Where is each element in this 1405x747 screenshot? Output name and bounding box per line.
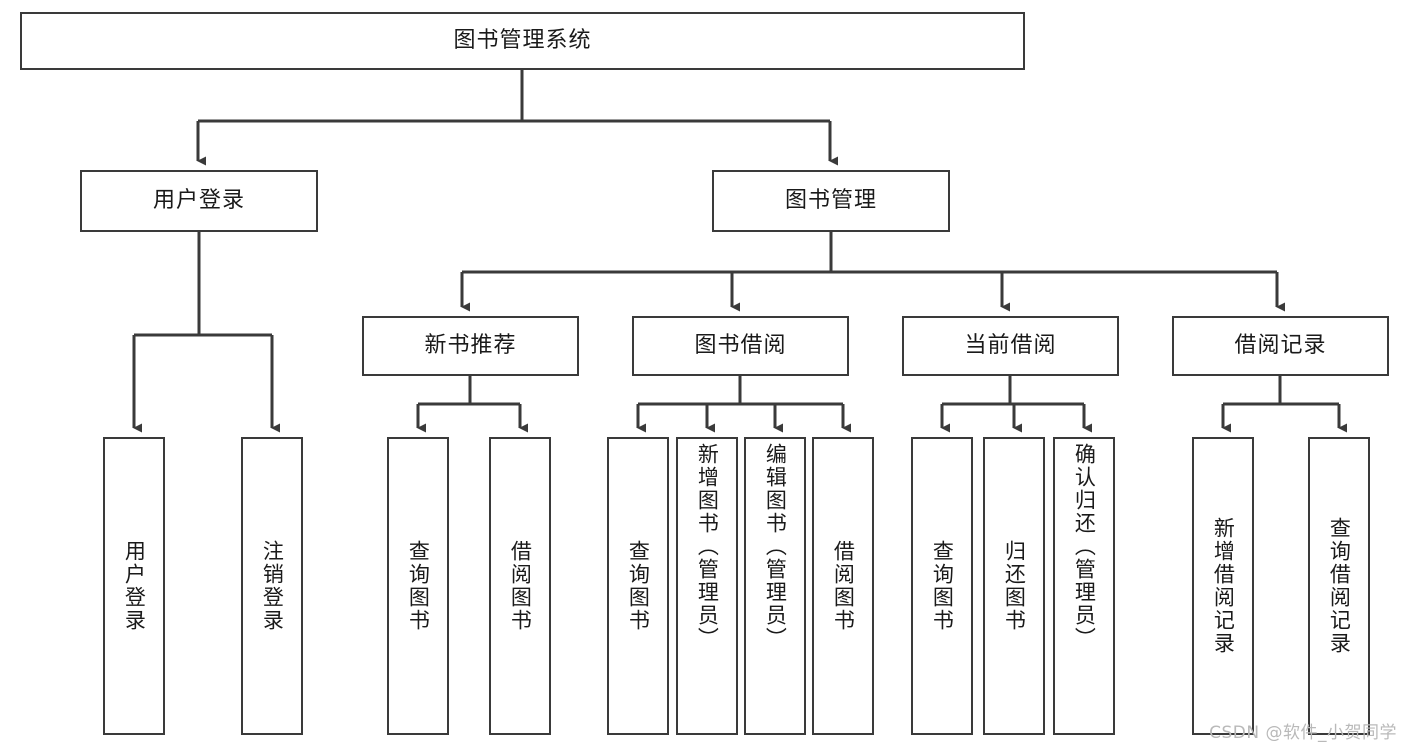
- node-label-user-login: 用户登录: [152, 187, 245, 213]
- node-leaf-borrow-book[interactable]: 借阅图书: [812, 437, 874, 735]
- watermark-label: CSDN @软件_小贺同学: [1209, 723, 1397, 743]
- node-leaf-query-book-recommend[interactable]: 查询图书: [387, 437, 449, 735]
- node-label-leaf-user-login: 用户登录: [122, 540, 147, 632]
- node-new-book-recommend[interactable]: 新书推荐: [362, 316, 579, 376]
- node-leaf-confirm-return-admin[interactable]: 确认归还（管理员）: [1053, 437, 1115, 735]
- node-label-leaf-return-book: 归还图书: [1002, 540, 1027, 632]
- node-label-leaf-edit-book-admin: 编辑图书（管理员）: [763, 443, 788, 650]
- node-label-leaf-query-borrow-record: 查询借阅记录: [1327, 517, 1352, 655]
- node-label-leaf-borrow-book-recommend: 借阅图书: [508, 540, 533, 632]
- node-leaf-return-book[interactable]: 归还图书: [983, 437, 1045, 735]
- node-label-leaf-add-borrow-record: 新增借阅记录: [1211, 517, 1236, 655]
- node-label-leaf-add-book-admin: 新增图书（管理员）: [695, 443, 720, 650]
- node-label-leaf-query-book-borrow: 查询图书: [626, 540, 651, 632]
- node-label-borrow-record: 借阅记录: [1234, 332, 1327, 358]
- node-label-leaf-borrow-book: 借阅图书: [831, 540, 856, 632]
- node-book-management[interactable]: 图书管理: [712, 170, 950, 232]
- node-label-root: 图书管理系统: [453, 27, 592, 53]
- node-book-borrow[interactable]: 图书借阅: [632, 316, 849, 376]
- node-leaf-add-borrow-record[interactable]: 新增借阅记录: [1192, 437, 1254, 735]
- node-label-leaf-query-book-recommend: 查询图书: [406, 540, 431, 632]
- node-label-leaf-user-logout: 注销登录: [260, 540, 285, 632]
- node-leaf-query-book-current[interactable]: 查询图书: [911, 437, 973, 735]
- node-label-leaf-confirm-return-admin: 确认归还（管理员）: [1072, 443, 1097, 650]
- node-borrow-record[interactable]: 借阅记录: [1172, 316, 1389, 376]
- node-label-book-management: 图书管理: [784, 187, 877, 213]
- node-label-leaf-query-book-current: 查询图书: [930, 540, 955, 632]
- node-leaf-add-book-admin[interactable]: 新增图书（管理员）: [676, 437, 738, 735]
- node-leaf-edit-book-admin[interactable]: 编辑图书（管理员）: [744, 437, 806, 735]
- node-leaf-query-borrow-record[interactable]: 查询借阅记录: [1308, 437, 1370, 735]
- node-user-login[interactable]: 用户登录: [80, 170, 318, 232]
- node-label-current-borrow: 当前借阅: [964, 332, 1057, 358]
- node-leaf-borrow-book-recommend[interactable]: 借阅图书: [489, 437, 551, 735]
- node-leaf-user-login[interactable]: 用户登录: [103, 437, 165, 735]
- node-label-new-book-recommend: 新书推荐: [424, 332, 517, 358]
- node-root[interactable]: 图书管理系统: [20, 12, 1025, 70]
- node-label-book-borrow: 图书借阅: [694, 332, 787, 358]
- node-current-borrow[interactable]: 当前借阅: [902, 316, 1119, 376]
- node-leaf-user-logout[interactable]: 注销登录: [241, 437, 303, 735]
- node-leaf-query-book-borrow[interactable]: 查询图书: [607, 437, 669, 735]
